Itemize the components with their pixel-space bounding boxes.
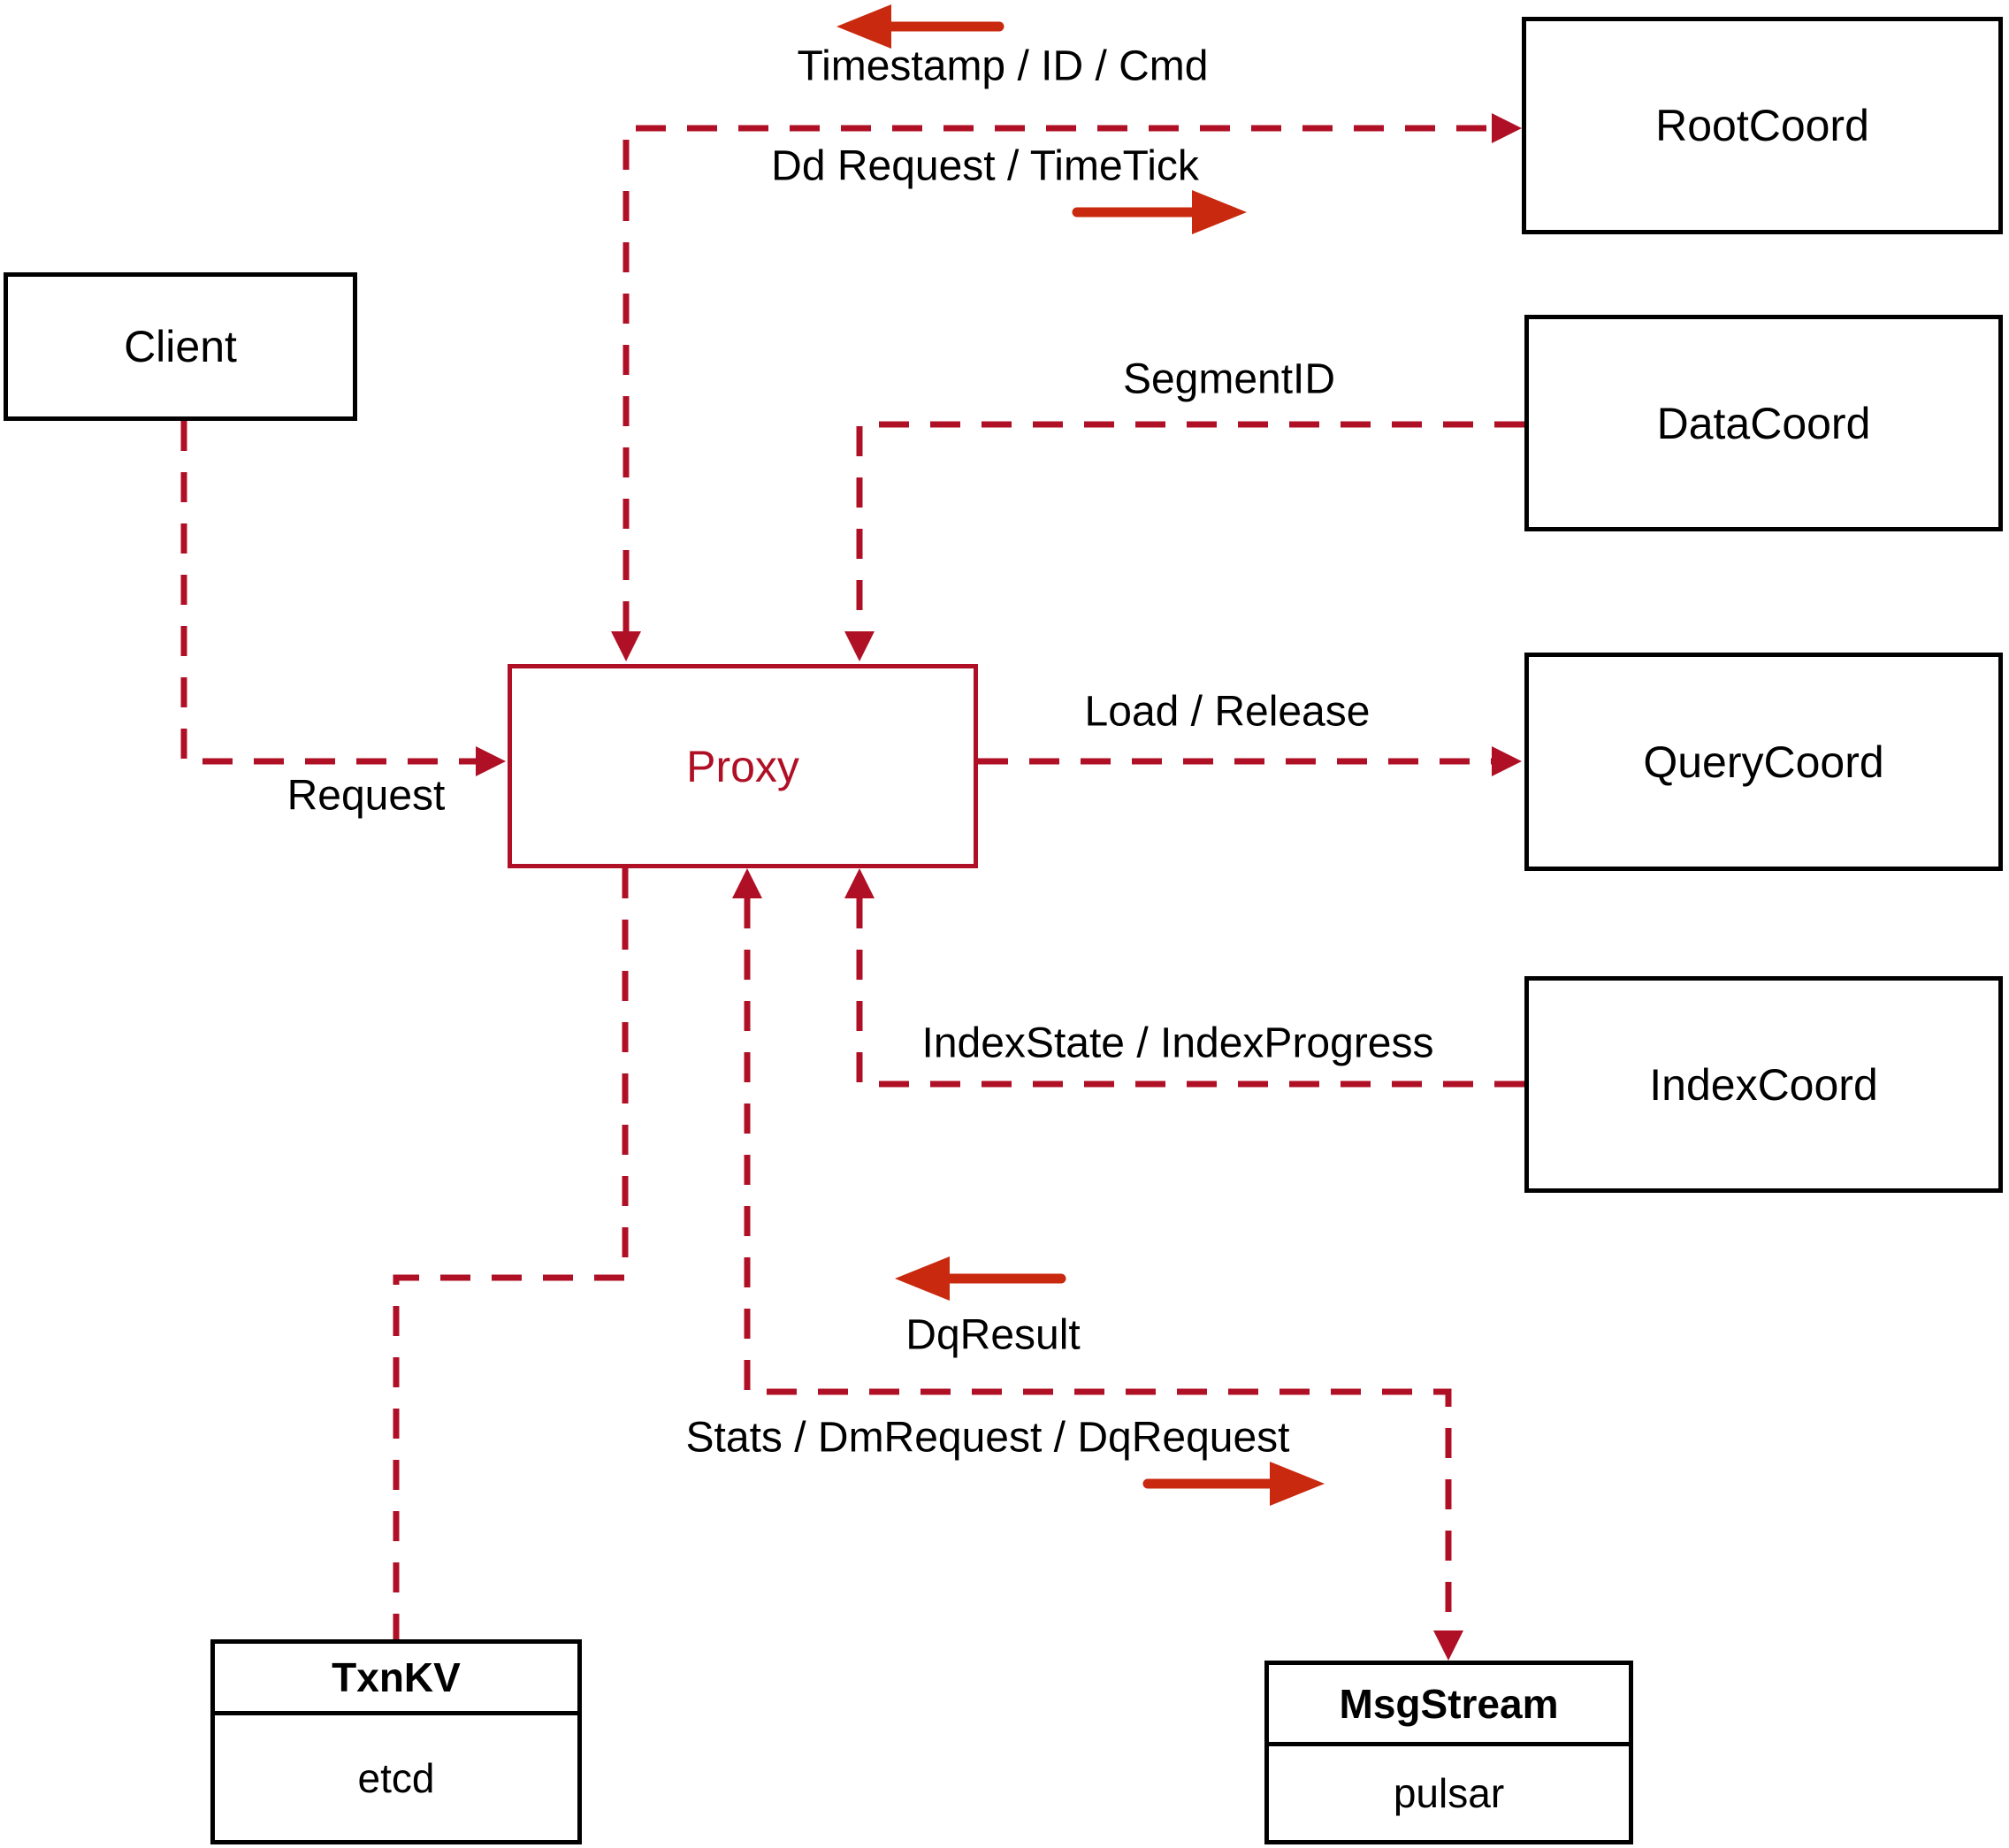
arrowhead-into-proxy-left-icon	[476, 746, 506, 776]
direction-arrowhead-left-top-icon	[836, 4, 891, 49]
node-querycoord-label: QueryCoord	[1643, 737, 1884, 787]
node-msgstream-title: MsgStream	[1269, 1665, 1629, 1746]
node-client-label: Client	[124, 322, 237, 371]
edge-proxy-txnkv	[393, 868, 629, 1639]
arrowhead-into-querycoord-icon	[1492, 746, 1522, 776]
arrowhead-into-rootcoord-icon	[1492, 113, 1522, 143]
edge-proxy-msgstream	[744, 898, 1452, 1630]
edge-label-dd-request-timetick: Dd Request / TimeTick	[771, 142, 1199, 190]
node-txnkv-body: etcd	[357, 1754, 435, 1801]
direction-arrowhead-right-stats-icon	[1270, 1462, 1325, 1506]
edge-label-timestamp-id-cmd: Timestamp / ID / Cmd	[797, 42, 1209, 90]
node-proxy: Proxy	[508, 664, 978, 868]
node-msgstream-body: pulsar	[1393, 1770, 1505, 1816]
node-indexcoord-label: IndexCoord	[1649, 1059, 1878, 1110]
direction-arrowhead-left-dqresult-icon	[895, 1256, 950, 1301]
edge-datacoord-proxy	[856, 421, 1524, 631]
node-datacoord-label: DataCoord	[1656, 398, 1871, 448]
node-txnkv: TxnKV etcd	[210, 1639, 582, 1844]
edge-proxy-rootcoord	[623, 125, 1492, 631]
edge-label-stats-dm-dq-request: Stats / DmRequest / DqRequest	[685, 1414, 1290, 1462]
node-datacoord: DataCoord	[1524, 315, 2003, 531]
node-proxy-label: Proxy	[686, 741, 799, 791]
node-rootcoord: RootCoord	[1522, 17, 2003, 234]
node-txnkv-title: TxnKV	[215, 1644, 577, 1715]
edge-label-dq-result: DqResult	[905, 1311, 1081, 1359]
arrowhead-into-proxy-top-left-icon	[611, 631, 641, 661]
edge-client-proxy	[180, 421, 476, 765]
arrowhead-into-proxy-bottom-mid-icon	[732, 868, 762, 898]
node-querycoord: QueryCoord	[1524, 653, 2003, 871]
direction-arrowhead-right-top-icon	[1192, 190, 1247, 234]
edge-indexcoord-proxy	[856, 898, 1524, 1088]
edge-label-request: Request	[286, 772, 446, 820]
arrowhead-into-proxy-bottom-right-icon	[844, 868, 875, 898]
node-msgstream: MsgStream pulsar	[1264, 1661, 1633, 1844]
node-rootcoord-label: RootCoord	[1655, 101, 1869, 150]
node-indexcoord: IndexCoord	[1524, 976, 2003, 1193]
arrowhead-into-proxy-top-right-icon	[844, 631, 875, 661]
edge-label-load-release: Load / Release	[1084, 688, 1371, 736]
node-client: Client	[4, 272, 357, 421]
arrowhead-into-msgstream-icon	[1433, 1630, 1463, 1661]
edge-label-segment-id: SegmentID	[1122, 355, 1336, 403]
edge-label-index-state-progress: IndexState / IndexProgress	[921, 1019, 1434, 1067]
